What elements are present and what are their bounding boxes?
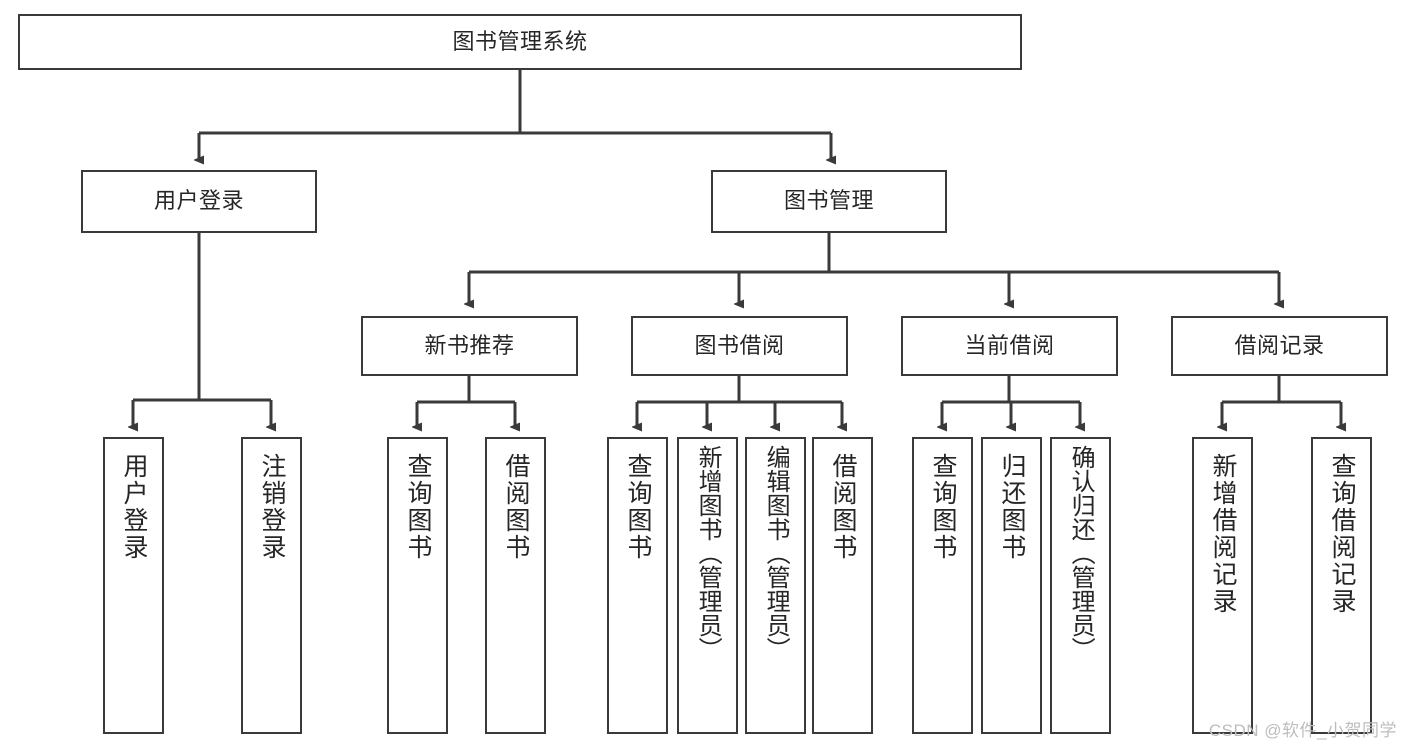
node-book-management[interactable]: 图书管理 <box>711 170 947 233</box>
node-label: 查询图书 <box>929 453 957 561</box>
node-new-book-recommend[interactable]: 新书推荐 <box>361 316 578 376</box>
node-label: 借阅记录 <box>1234 332 1325 358</box>
leaf-user-login-login[interactable]: 用户登录 <box>103 437 164 734</box>
node-label: 图书管理 <box>783 188 874 214</box>
node-label: 新书推荐 <box>424 332 515 358</box>
node-label: 当前借阅 <box>964 332 1055 358</box>
leaf-borrow-edit-book-admin[interactable]: 编辑图书（管理员） <box>745 437 806 734</box>
csdn-watermark: CSDN @软件_小贺同学 <box>1208 721 1397 740</box>
node-label: 确认归还（管理员） <box>1067 445 1095 661</box>
leaf-recommend-query-book[interactable]: 查询图书 <box>387 437 448 734</box>
leaf-borrow-add-book-admin[interactable]: 新增图书（管理员） <box>677 437 738 734</box>
leaf-record-query-record[interactable]: 查询借阅记录 <box>1311 437 1372 734</box>
leaf-borrow-query-book[interactable]: 查询图书 <box>607 437 668 734</box>
leaf-user-login-logout[interactable]: 注销登录 <box>241 437 302 734</box>
node-label: 用户登录 <box>153 188 244 214</box>
node-borrow-record[interactable]: 借阅记录 <box>1171 316 1388 376</box>
node-label: 查询图书 <box>404 453 432 561</box>
node-label: 归还图书 <box>998 453 1026 561</box>
leaf-recommend-borrow-book[interactable]: 借阅图书 <box>485 437 546 734</box>
node-root-system[interactable]: 图书管理系统 <box>18 14 1022 70</box>
leaf-record-add-record[interactable]: 新增借阅记录 <box>1192 437 1253 734</box>
leaf-current-query-book[interactable]: 查询图书 <box>912 437 973 734</box>
node-label: 新增借阅记录 <box>1209 453 1237 615</box>
node-book-borrow[interactable]: 图书借阅 <box>631 316 848 376</box>
node-label: 新增图书（管理员） <box>694 445 722 661</box>
node-label: 编辑图书（管理员） <box>762 445 790 661</box>
node-label: 图书借阅 <box>694 332 785 358</box>
leaf-current-confirm-return-admin[interactable]: 确认归还（管理员） <box>1050 437 1111 734</box>
node-label: 图书管理系统 <box>452 28 588 54</box>
node-label: 注销登录 <box>258 453 286 561</box>
node-label: 借阅图书 <box>502 453 530 561</box>
node-label: 用户登录 <box>120 453 148 561</box>
leaf-current-return-book[interactable]: 归还图书 <box>981 437 1042 734</box>
node-label: 查询图书 <box>624 453 652 561</box>
node-user-login[interactable]: 用户登录 <box>81 170 317 233</box>
node-label: 查询借阅记录 <box>1328 453 1356 615</box>
node-current-borrow[interactable]: 当前借阅 <box>901 316 1118 376</box>
leaf-borrow-borrow-book[interactable]: 借阅图书 <box>812 437 873 734</box>
node-label: 借阅图书 <box>829 453 857 561</box>
